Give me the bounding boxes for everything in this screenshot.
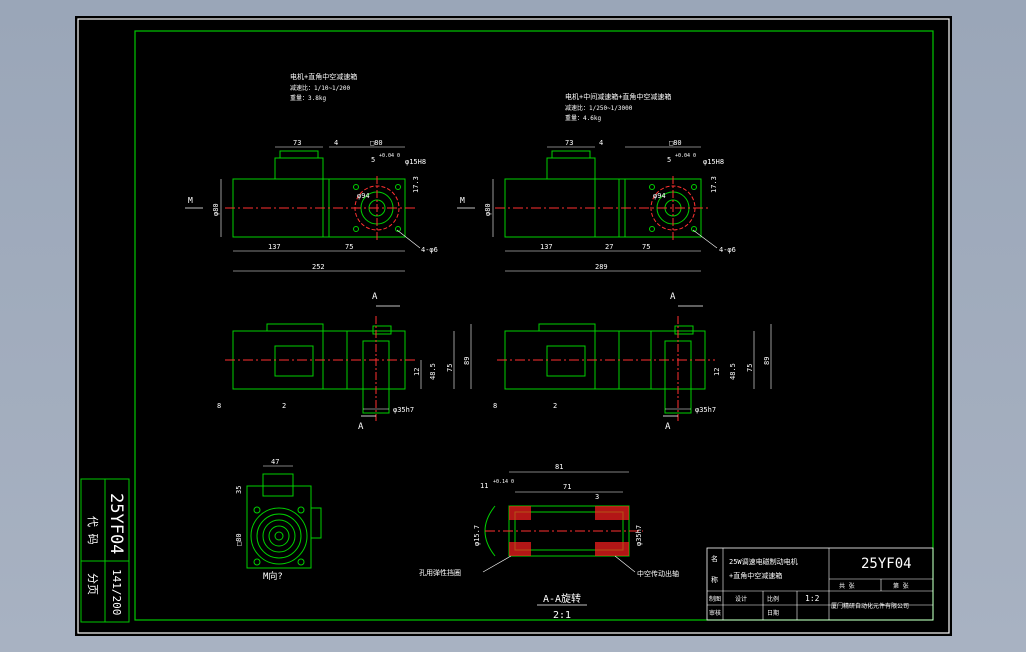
dim-sec-right-48: 48.5	[729, 363, 737, 380]
view-right-top: 电机+中间减速箱+直角中空减速箱 减速比：1/250~1/3000 重量：4.6…	[457, 92, 736, 272]
dim-end-35: 35	[235, 486, 243, 494]
dim-left-5: 5	[371, 156, 375, 164]
dim-left-137: 137	[268, 243, 281, 251]
tb-title-line1: 25W调速电磁制动电机	[729, 557, 798, 566]
dim-detail-81: 81	[555, 463, 563, 471]
tb-name-label: 名	[711, 554, 718, 563]
dim-right-dia80: φ80	[484, 203, 492, 216]
dim-detail-71: 71	[563, 483, 571, 491]
dim-sec-left-12: 12	[413, 368, 421, 376]
tb-title-line2: +直角中空减速箱	[729, 571, 782, 580]
dim-detail-3: 3	[595, 493, 599, 501]
side-page-count: 141/200	[110, 569, 123, 615]
tb-company: 厦门精研自动化元件有限公司	[831, 602, 909, 610]
outer-frame	[77, 18, 950, 634]
dim-right-4: 4	[599, 139, 603, 147]
note-right-ratio: 减速比：1/250~1/3000	[565, 104, 633, 112]
section-view-left: A A 8 2 12 48.5 75 89 φ35h7	[217, 292, 472, 432]
dim-end-sq80: □80	[235, 533, 243, 546]
callout-retaining-ring: 孔用弹性挡圈	[419, 568, 461, 577]
side-drawing-code: 25YF04	[106, 493, 126, 554]
dim-sec-right-75: 75	[746, 364, 754, 372]
end-view-label: M向?	[263, 570, 283, 582]
dim-right-pcd: φ94	[653, 192, 666, 200]
cut-label-right-top: A	[670, 292, 676, 302]
dim-left-bore: φ15H8	[405, 158, 426, 166]
dim-left-252: 252	[312, 263, 325, 271]
dim-detail-dia15: φ15.7	[473, 525, 481, 546]
inner-border	[134, 30, 934, 621]
cut-label-left-bottom: A	[358, 422, 364, 432]
tb-total-sheets: 共 张	[839, 582, 855, 590]
side-title-strip: 代 码 分页 25YF04 141/200	[80, 478, 130, 623]
cut-label-right-bottom: A	[665, 422, 671, 432]
tb-sheet: 第 张	[893, 582, 909, 590]
dim-left-4: 4	[334, 139, 338, 147]
tb-checked: 审核	[709, 609, 721, 617]
tb-date: 日期	[767, 609, 779, 617]
end-view-m: 47 35 □80 M向?	[235, 458, 322, 582]
dim-right-27: 27	[605, 243, 613, 251]
dim-sec-left-48: 48.5	[429, 363, 437, 380]
side-label-pages: 分页	[86, 573, 99, 595]
dim-left-75: 75	[345, 243, 353, 251]
section-view-right: A A 8 2 12 48.5 75 89 φ35h7	[493, 292, 772, 432]
cad-drawing: 代 码 分页 25YF04 141/200 电机+直角中空减速箱 减速比：1/1…	[77, 18, 950, 634]
dim-sec-right-89: 89	[763, 357, 771, 365]
view-left-top: 电机+直角中空减速箱 减速比：1/10~1/200 重量：3.8kg	[185, 72, 438, 272]
dim-sec-left-8: 8	[217, 402, 221, 410]
label-left-m: M	[188, 196, 193, 205]
dim-detail-dia35: φ35h7	[635, 525, 643, 546]
note-left-title: 电机+直角中空减速箱	[290, 72, 357, 81]
title-block: 名 称 25W调速电磁制动电机 +直角中空减速箱 25YF04 共 张 第 张 …	[706, 547, 934, 621]
dim-right-73: 73	[565, 139, 573, 147]
dim-left-pcd: φ94	[357, 192, 370, 200]
dim-right-sq80: □80	[669, 139, 682, 147]
tb-ratio-label: 比例	[767, 595, 779, 603]
dim-left-dia80: φ80	[212, 203, 220, 216]
tb-designer: 设计	[735, 595, 747, 603]
label-right-m: M	[460, 196, 465, 205]
note-right-weight: 重量：4.6kg	[565, 114, 601, 122]
side-label-code: 代 码	[86, 516, 99, 545]
tb-ratio: 1:2	[805, 594, 820, 603]
dim-sec-right-8: 8	[493, 402, 497, 410]
dim-left-tol: +0.04 0	[379, 153, 400, 159]
drawing-sheet: 代 码 分页 25YF04 141/200 电机+直角中空减速箱 减速比：1/1…	[75, 16, 952, 636]
tb-drawing-code: 25YF04	[861, 556, 912, 572]
tb-name-label2: 称	[711, 575, 718, 584]
dim-sec-left-shaft: φ35h7	[393, 406, 414, 414]
dim-sec-right-shaft: φ35h7	[695, 406, 716, 414]
dim-sec-left-2: 2	[282, 402, 286, 410]
callout-hollow-shaft: 中空传动出轴	[637, 569, 679, 578]
dim-right-bore: φ15H8	[703, 158, 724, 166]
note-right-title: 电机+中间减速箱+直角中空减速箱	[565, 92, 671, 101]
tb-drawn-by: 制图	[709, 595, 721, 603]
dim-right-tol: +0.04 0	[675, 153, 696, 159]
dim-left-key: 17.3	[412, 176, 420, 193]
note-left-weight: 重量：3.8kg	[290, 94, 326, 102]
cut-label-left-top: A	[372, 292, 378, 302]
dim-right-289: 289	[595, 263, 608, 271]
note-left-ratio: 减速比：1/10~1/200	[290, 84, 351, 92]
dim-sec-left-75: 75	[446, 364, 454, 372]
dim-sec-left-89: 89	[463, 357, 471, 365]
dim-right-5: 5	[667, 156, 671, 164]
dim-right-key: 17.3	[710, 176, 718, 193]
dim-left-holes: 4-φ6	[421, 246, 438, 254]
detail-section-aa: 81 71 3 11 +0.14 0 φ15.7 φ35h7 孔用弹性挡圈 中空…	[419, 463, 679, 621]
dim-sec-right-12: 12	[713, 368, 721, 376]
dim-end-47: 47	[271, 458, 279, 466]
dim-right-holes: 4-φ6	[719, 246, 736, 254]
dim-detail-11: 11	[480, 482, 488, 490]
dim-left-73: 73	[293, 139, 301, 147]
dim-sec-right-2: 2	[553, 402, 557, 410]
detail-scale: 2:1	[553, 610, 571, 621]
dim-right-75: 75	[642, 243, 650, 251]
dim-left-sq80: □80	[370, 139, 383, 147]
detail-title: A-A旋转	[543, 592, 581, 605]
dim-right-137: 137	[540, 243, 553, 251]
dim-detail-tol: +0.14 0	[493, 479, 514, 485]
